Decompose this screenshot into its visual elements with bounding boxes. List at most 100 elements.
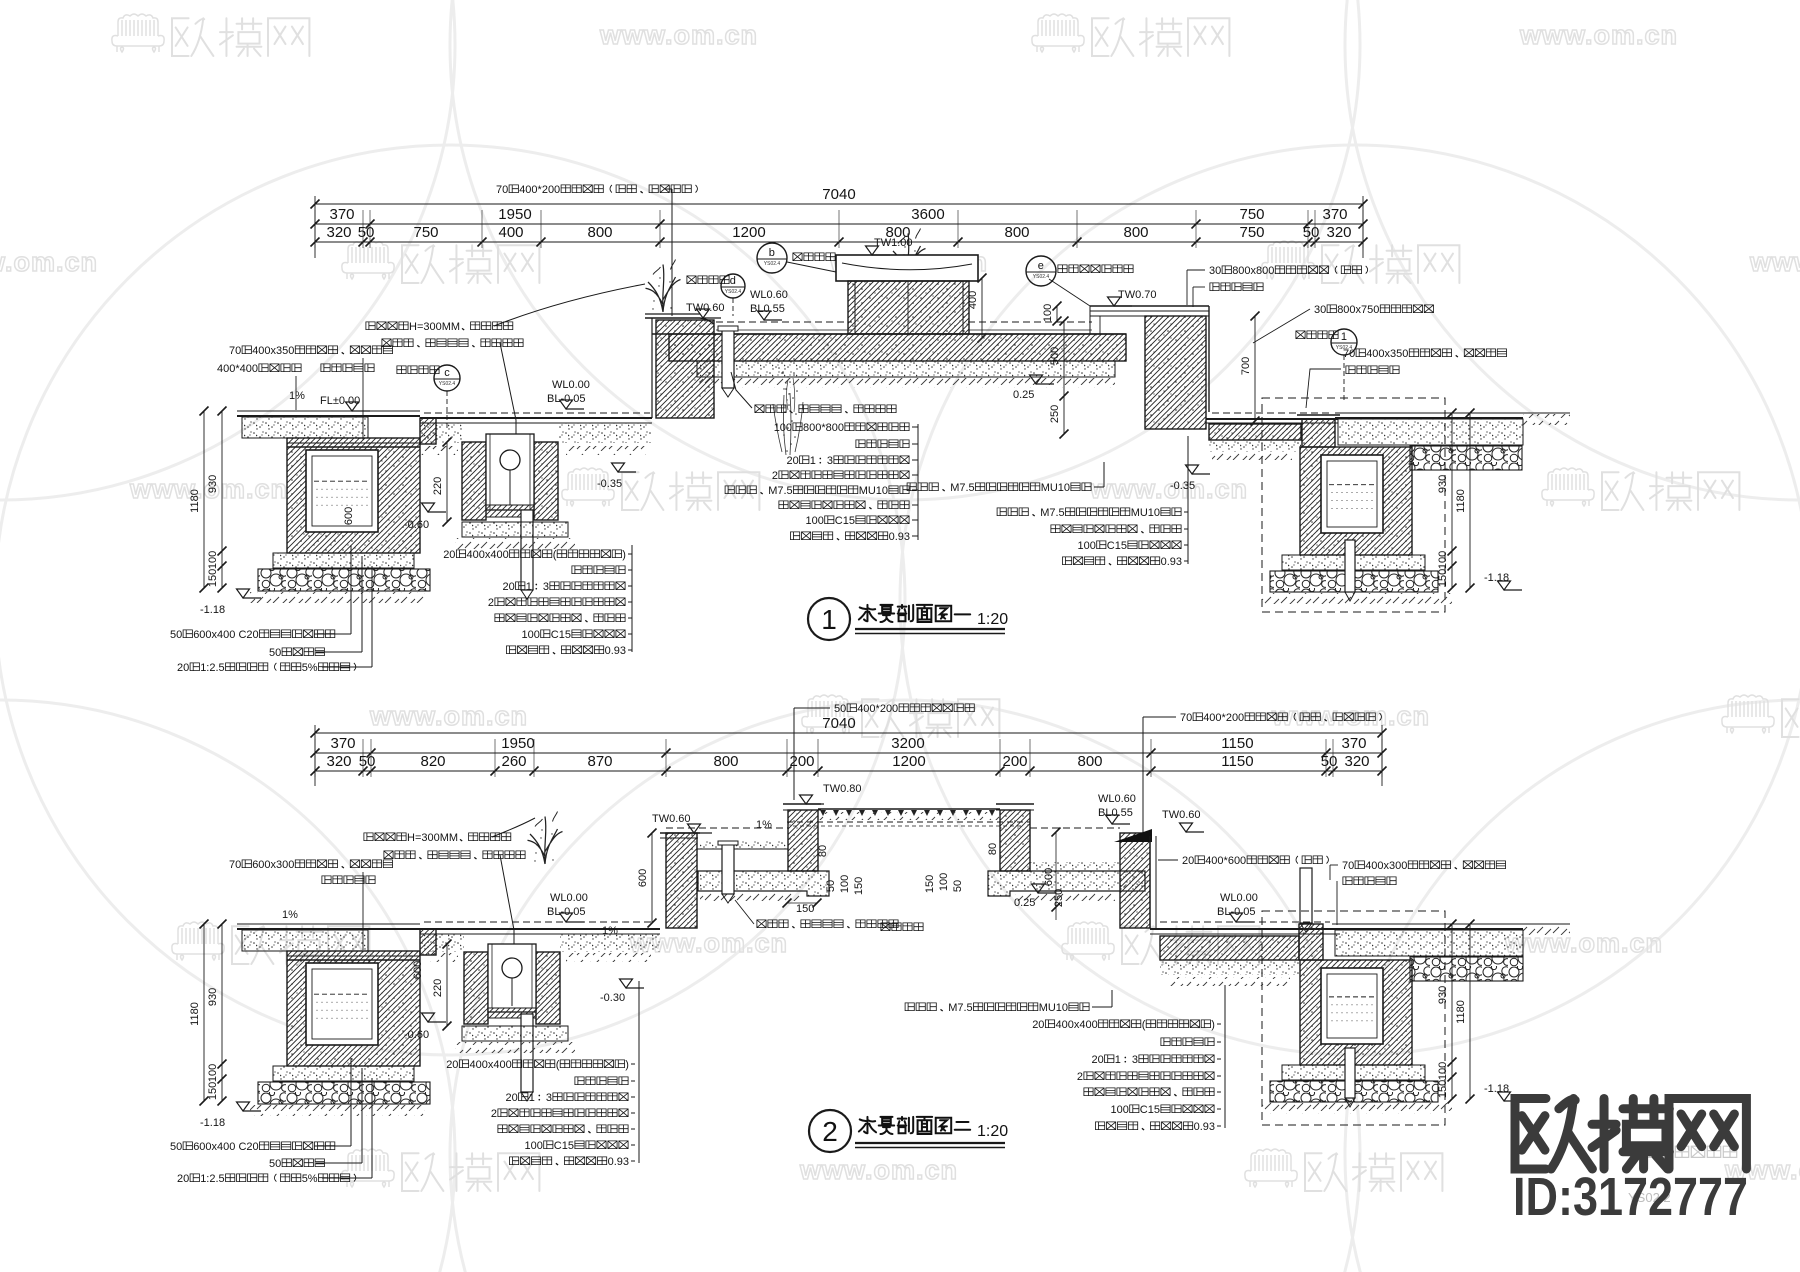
svg-text:1200: 1200	[892, 753, 925, 770]
svg-text:1180: 1180	[1455, 489, 1467, 513]
svg-text:3: 3	[543, 581, 549, 593]
svg-text:www.om.cn: www.om.cn	[1724, 1155, 1800, 1185]
svg-text:1%: 1%	[282, 909, 298, 921]
svg-text:400*600: 400*600	[1205, 855, 1246, 867]
svg-text:C15: C15	[551, 629, 571, 641]
svg-text:-0.35: -0.35	[1170, 480, 1195, 492]
svg-text:WL0.00: WL0.00	[550, 892, 588, 904]
svg-text:C15: C15	[1140, 1104, 1160, 1116]
svg-text:FL±0.00: FL±0.00	[320, 395, 360, 407]
svg-text:2: 2	[1077, 1071, 1083, 1083]
svg-text:930: 930	[1437, 475, 1449, 493]
svg-text:MU10: MU10	[1039, 1002, 1068, 1014]
svg-text:600: 600	[637, 869, 649, 887]
svg-text:C15: C15	[1107, 540, 1127, 552]
svg-text:c: c	[444, 367, 450, 379]
svg-text:1200: 1200	[732, 224, 765, 241]
svg-text:BL-0.05: BL-0.05	[547, 906, 586, 918]
svg-text:YS02.2: YS02.2	[1628, 1190, 1671, 1205]
svg-text:-1.18: -1.18	[200, 1117, 225, 1129]
svg-text:C15: C15	[554, 1140, 574, 1152]
svg-text:930: 930	[207, 988, 219, 1006]
svg-text:2: 2	[822, 1116, 838, 1147]
svg-text:): )	[625, 1059, 629, 1071]
svg-text:C15: C15	[835, 515, 855, 527]
svg-text:1: 1	[1341, 331, 1347, 343]
svg-text:100: 100	[1078, 540, 1096, 552]
svg-text:-0.30: -0.30	[600, 992, 625, 1004]
svg-text:e: e	[1038, 260, 1044, 272]
svg-text:370: 370	[1323, 206, 1348, 223]
svg-text:www.om.cn: www.om.cn	[369, 701, 528, 731]
svg-text:800: 800	[886, 224, 911, 241]
svg-text:70: 70	[1180, 712, 1192, 724]
svg-text:20: 20	[1182, 855, 1194, 867]
svg-text:-1.18: -1.18	[1484, 572, 1509, 584]
svg-text:3600: 3600	[911, 206, 944, 223]
svg-text:30: 30	[1209, 265, 1221, 277]
svg-text:BL0.55: BL0.55	[1098, 807, 1133, 819]
svg-text:400*200: 400*200	[1203, 712, 1244, 724]
svg-text:150: 150	[207, 569, 219, 587]
svg-text:320: 320	[1327, 224, 1352, 241]
svg-text:MU10: MU10	[1131, 507, 1160, 519]
svg-text:b: b	[769, 247, 775, 259]
svg-text:7040: 7040	[822, 715, 855, 732]
svg-text:600: 600	[343, 507, 355, 525]
svg-text:750: 750	[1240, 224, 1265, 241]
svg-text:150: 150	[924, 875, 936, 893]
svg-text:1%: 1%	[289, 390, 305, 402]
svg-text:1: 1	[821, 604, 837, 635]
svg-text:600x300: 600x300	[252, 859, 294, 871]
svg-text:1:20: 1:20	[977, 611, 1008, 628]
svg-text:370: 370	[331, 735, 356, 752]
svg-text:YS02.4: YS02.4	[439, 381, 456, 387]
svg-text:100: 100	[806, 515, 824, 527]
svg-text:0.93: 0.93	[1161, 556, 1182, 568]
svg-text:320: 320	[327, 753, 352, 770]
svg-text:WL0.00: WL0.00	[1220, 892, 1258, 904]
svg-text:70: 70	[229, 859, 241, 871]
svg-text:250: 250	[1049, 405, 1061, 423]
svg-text:320: 320	[327, 224, 352, 241]
svg-text:-0.35: -0.35	[597, 478, 622, 490]
svg-text:320: 320	[1345, 753, 1370, 770]
svg-text:www.om.cn: www.om.cn	[1271, 701, 1430, 731]
svg-text:800x750: 800x750	[1337, 304, 1379, 316]
svg-text:2: 2	[488, 597, 494, 609]
svg-text:80: 80	[817, 845, 829, 857]
svg-text:800x800: 800x800	[1232, 265, 1274, 277]
svg-text:100: 100	[522, 629, 540, 641]
svg-text:3: 3	[1132, 1054, 1138, 1066]
svg-text:(: (	[556, 1059, 560, 1071]
svg-text:20: 20	[177, 662, 189, 674]
svg-text:YS02.4: YS02.4	[725, 289, 742, 295]
svg-text:3: 3	[827, 455, 833, 467]
svg-text:200: 200	[1003, 753, 1028, 770]
svg-text:930: 930	[1437, 986, 1449, 1004]
svg-text:750: 750	[414, 224, 439, 241]
svg-text:YS02.4: YS02.4	[1336, 345, 1353, 351]
svg-text:400x300: 400x300	[1365, 860, 1407, 872]
svg-text:50: 50	[1303, 224, 1320, 241]
svg-text:930: 930	[207, 475, 219, 493]
svg-text:3200: 3200	[891, 735, 924, 752]
svg-text:YS02.4: YS02.4	[764, 261, 781, 267]
svg-text:WL0.60: WL0.60	[750, 289, 788, 301]
svg-text:870: 870	[588, 753, 613, 770]
svg-text:400*200: 400*200	[857, 703, 898, 715]
svg-text:1:2.5: 1:2.5	[200, 662, 224, 674]
svg-text:www.om.cn: www.om.cn	[1749, 247, 1800, 277]
svg-text:1: 1	[526, 581, 532, 593]
svg-text:100: 100	[1437, 551, 1449, 569]
svg-text:MU10: MU10	[1041, 482, 1070, 494]
svg-text:0.93: 0.93	[605, 645, 626, 657]
svg-text:100: 100	[207, 1064, 219, 1082]
svg-text:100: 100	[839, 875, 851, 893]
svg-text:50: 50	[1321, 753, 1338, 770]
svg-text:50: 50	[170, 629, 182, 641]
svg-text:200: 200	[790, 753, 815, 770]
svg-text:150: 150	[853, 877, 865, 895]
svg-text:1150: 1150	[1221, 735, 1253, 752]
svg-text:1: 1	[1115, 1054, 1121, 1066]
